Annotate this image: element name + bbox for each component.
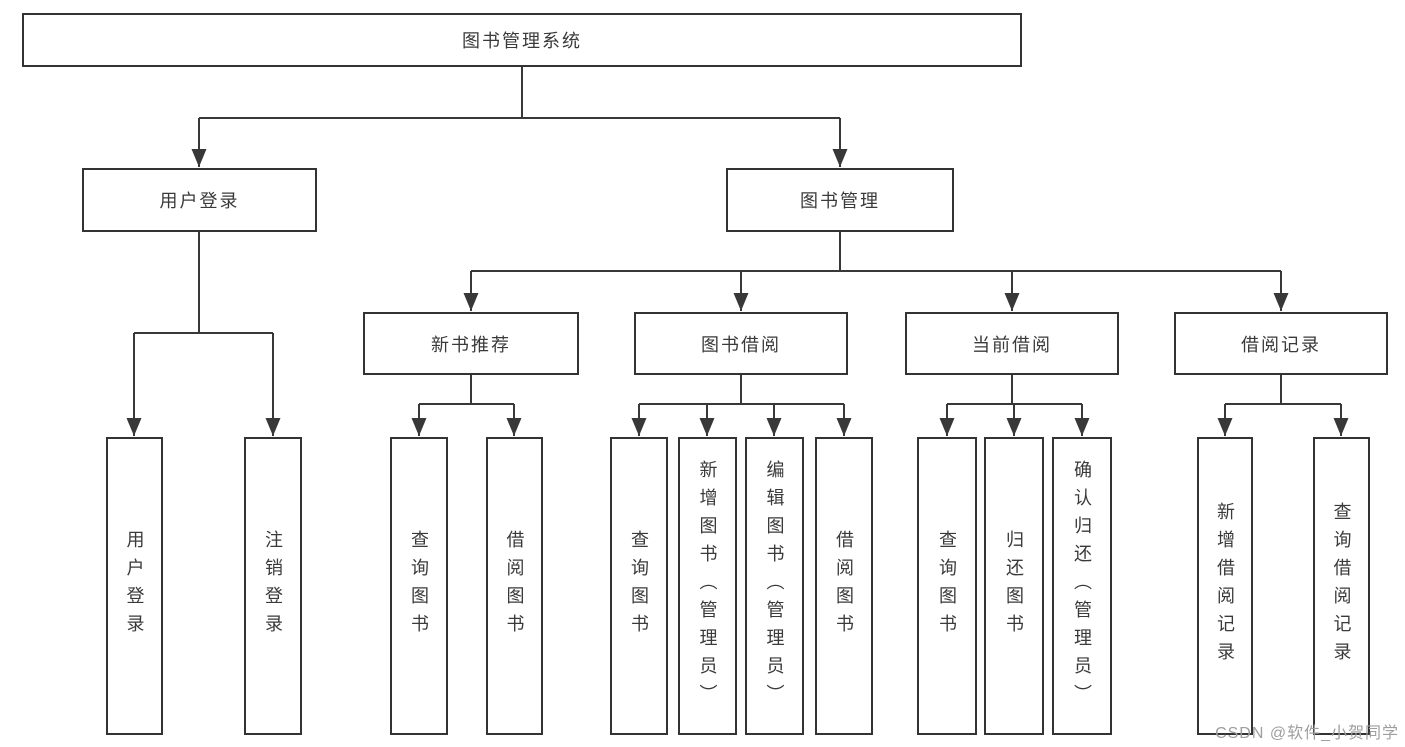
node-user-login: 用户登录 xyxy=(82,168,317,232)
node-root-label: 图书管理系统 xyxy=(462,31,582,51)
node-borrow-record-label: 借阅记录 xyxy=(1241,334,1321,355)
node-user-login-label: 用户登录 xyxy=(159,191,240,211)
leaf-query-book-current-label: 查询图书 xyxy=(937,530,957,642)
leaf-borrow-book-recommend: 借阅图书 xyxy=(486,437,543,735)
leaf-add-borrow-record-label: 新增借阅记录 xyxy=(1215,502,1235,670)
leaf-query-book-borrow-label: 查询图书 xyxy=(629,530,649,642)
leaf-query-book-borrow: 查询图书 xyxy=(610,437,668,735)
leaf-query-borrow-record-label: 查询借阅记录 xyxy=(1331,502,1352,670)
leaf-borrow-book-label: 借阅图书 xyxy=(834,530,854,642)
node-current-borrow: 当前借阅 xyxy=(905,312,1119,375)
leaf-borrow-book: 借阅图书 xyxy=(815,437,873,735)
node-current-borrow-label: 当前借阅 xyxy=(972,334,1052,355)
node-book-borrow: 图书借阅 xyxy=(634,312,848,375)
leaf-add-book-admin: 新增图书（管理员） xyxy=(678,437,737,735)
node-book-management-label: 图书管理 xyxy=(800,191,880,211)
leaf-logout-label: 注销登录 xyxy=(263,530,283,642)
leaf-confirm-return-admin-label: 确认归还（管理员） xyxy=(1072,460,1092,712)
leaf-logout: 注销登录 xyxy=(244,437,302,735)
node-borrow-record: 借阅记录 xyxy=(1174,312,1388,375)
leaf-edit-book-admin-label: 编辑图书（管理员） xyxy=(764,460,785,712)
node-new-book-recommend: 新书推荐 xyxy=(363,312,579,375)
connector-group xyxy=(126,67,1349,436)
leaf-return-book: 归还图书 xyxy=(984,437,1044,735)
leaf-add-borrow-record: 新增借阅记录 xyxy=(1197,437,1253,735)
leaf-return-book-label: 归还图书 xyxy=(1004,530,1024,642)
csdn-watermark: CSDN @软件_小贺同学 xyxy=(1215,725,1399,742)
leaf-edit-book-admin: 编辑图书（管理员） xyxy=(745,437,804,735)
leaf-query-book-current: 查询图书 xyxy=(917,437,977,735)
node-new-book-recommend-label: 新书推荐 xyxy=(431,334,511,355)
leaf-query-borrow-record: 查询借阅记录 xyxy=(1313,437,1370,735)
node-book-borrow-label: 图书借阅 xyxy=(701,334,781,355)
leaf-add-book-admin-label: 新增图书（管理员） xyxy=(697,460,718,712)
leaf-confirm-return-admin: 确认归还（管理员） xyxy=(1052,437,1112,735)
leaf-query-book-recommend-label: 查询图书 xyxy=(409,530,429,642)
leaf-user-login-label: 用户登录 xyxy=(124,530,145,642)
leaf-user-login: 用户登录 xyxy=(106,437,163,735)
node-book-management: 图书管理 xyxy=(726,168,954,232)
leaf-query-book-recommend: 查询图书 xyxy=(390,437,448,735)
leaf-borrow-book-recommend-label: 借阅图书 xyxy=(504,530,525,642)
node-root: 图书管理系统 xyxy=(22,13,1022,67)
